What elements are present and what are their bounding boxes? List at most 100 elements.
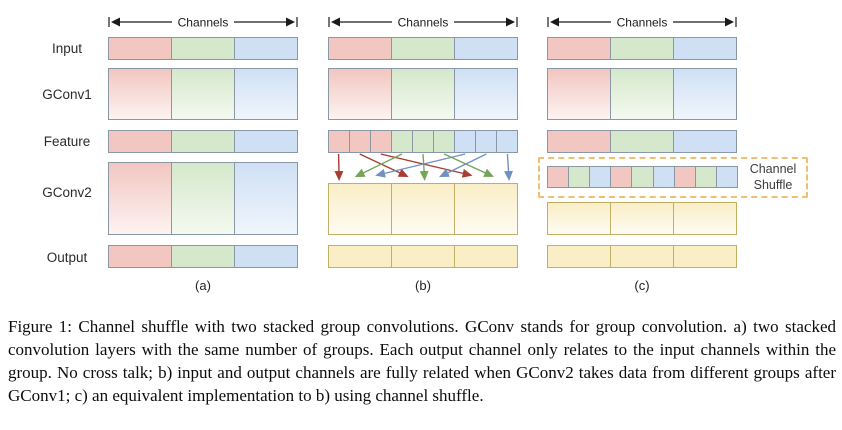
channel-block-green	[631, 166, 654, 188]
channel-block-green	[171, 162, 235, 235]
shuffle-arrow-blue	[439, 153, 487, 178]
crossover-arrows	[334, 153, 513, 181]
channel-block-blue	[234, 162, 298, 235]
channel-block-yellow	[610, 202, 674, 235]
channel-block-green	[391, 37, 455, 60]
channel-block-red	[108, 130, 172, 153]
channel-block-blue	[475, 130, 497, 153]
row-label-gconv2: GConv2	[42, 185, 92, 200]
channels-label: Channels	[178, 16, 229, 30]
channel-block-yellow	[391, 245, 455, 268]
channel-block-blue	[673, 130, 737, 153]
channel-block-green	[171, 130, 235, 153]
panel-c-letter: (c)	[634, 278, 650, 293]
shuffle-arrow-blue	[375, 153, 466, 178]
channel-block-blue	[715, 166, 738, 188]
channel-block-blue	[454, 68, 518, 120]
panel-a-output-row	[108, 245, 298, 268]
channel-block-red	[610, 166, 633, 188]
channel-block-green	[694, 166, 717, 188]
channel-block-green	[171, 68, 235, 120]
channels-arrow: Channels	[108, 16, 298, 30]
channel-block-yellow	[454, 183, 518, 235]
channels-label: Channels	[617, 16, 668, 30]
panel-c-output-row	[547, 245, 737, 268]
panel-b-input-row	[328, 37, 518, 60]
channel-block-yellow	[328, 245, 392, 268]
panel-b-output-row	[328, 245, 518, 268]
channel-block-blue	[673, 68, 737, 120]
channel-block-yellow	[547, 245, 611, 268]
channel-block-red	[328, 68, 392, 120]
channel-block-red	[108, 245, 172, 268]
channel-block-blue	[234, 245, 298, 268]
channel-block-red	[349, 130, 371, 153]
channel-block-green	[610, 37, 674, 60]
panel-a-feature-row	[108, 130, 298, 153]
channel-block-red	[328, 37, 392, 60]
channel-block-green	[412, 130, 434, 153]
channel-block-yellow	[673, 245, 737, 268]
channel-block-red	[108, 68, 172, 120]
shuffle-arrow-green	[354, 153, 403, 178]
channel-block-green	[568, 166, 591, 188]
channel-block-red	[108, 162, 172, 235]
channel-block-blue	[589, 166, 612, 188]
channel-block-yellow	[328, 183, 392, 235]
panel-b: Channels (b)	[328, 0, 518, 305]
panel-b-gconv2-row	[328, 183, 518, 235]
channels-label: Channels	[398, 16, 449, 30]
channel-block-red	[547, 37, 611, 60]
row-label-output: Output	[46, 250, 88, 265]
channel-block-yellow	[610, 245, 674, 268]
channel-block-green	[610, 130, 674, 153]
channel-shuffle-box: Channel Shuffle	[538, 157, 808, 198]
channel-block-yellow	[391, 183, 455, 235]
channel-block-green	[171, 245, 235, 268]
channel-block-blue	[496, 130, 518, 153]
panel-b-gconv1-row	[328, 68, 518, 120]
panel-c-gconv2-row	[547, 202, 737, 235]
shuffled-channels-row	[547, 166, 738, 188]
row-label-feature: Feature	[43, 134, 91, 149]
channels-arrow: Channels	[328, 16, 518, 30]
channel-block-blue	[234, 130, 298, 153]
row-label-gconv1: GConv1	[42, 87, 92, 102]
panel-a-gconv1-row	[108, 68, 298, 120]
panel-a: Channels (a)	[108, 0, 298, 305]
channel-block-green	[391, 130, 413, 153]
channel-block-green	[610, 68, 674, 120]
panel-b-feature-subchannels-row	[328, 130, 518, 153]
channel-block-red	[108, 37, 172, 60]
channel-block-blue	[652, 166, 675, 188]
channel-block-red	[547, 166, 570, 188]
panel-c-gconv1-row	[547, 68, 737, 120]
channel-block-green	[433, 130, 455, 153]
panel-c-input-row	[547, 37, 737, 60]
channel-block-red	[547, 68, 611, 120]
channel-block-red	[370, 130, 392, 153]
channel-block-red	[328, 130, 350, 153]
channel-block-yellow	[547, 202, 611, 235]
panel-c: Channels (c)	[547, 0, 737, 305]
panel-a-input-row	[108, 37, 298, 60]
channels-arrow: Channels	[547, 16, 737, 30]
channel-block-blue	[234, 37, 298, 60]
channel-block-blue	[454, 37, 518, 60]
channel-block-blue	[234, 68, 298, 120]
panel-a-gconv2-row	[108, 162, 298, 235]
panel-a-letter: (a)	[195, 278, 211, 293]
panel-c-feature-row	[547, 130, 737, 153]
channel-block-yellow	[673, 202, 737, 235]
row-label-input: Input	[51, 41, 83, 56]
channel-block-red	[673, 166, 696, 188]
channel-block-green	[171, 37, 235, 60]
channel-shuffle-label: Channel Shuffle	[749, 161, 797, 192]
panel-b-letter: (b)	[415, 278, 431, 293]
channel-block-blue	[454, 130, 476, 153]
figure-caption: Figure 1: Channel shuffle with two stack…	[8, 317, 836, 405]
channel-block-red	[547, 130, 611, 153]
channel-block-green	[391, 68, 455, 120]
channel-block-blue	[673, 37, 737, 60]
